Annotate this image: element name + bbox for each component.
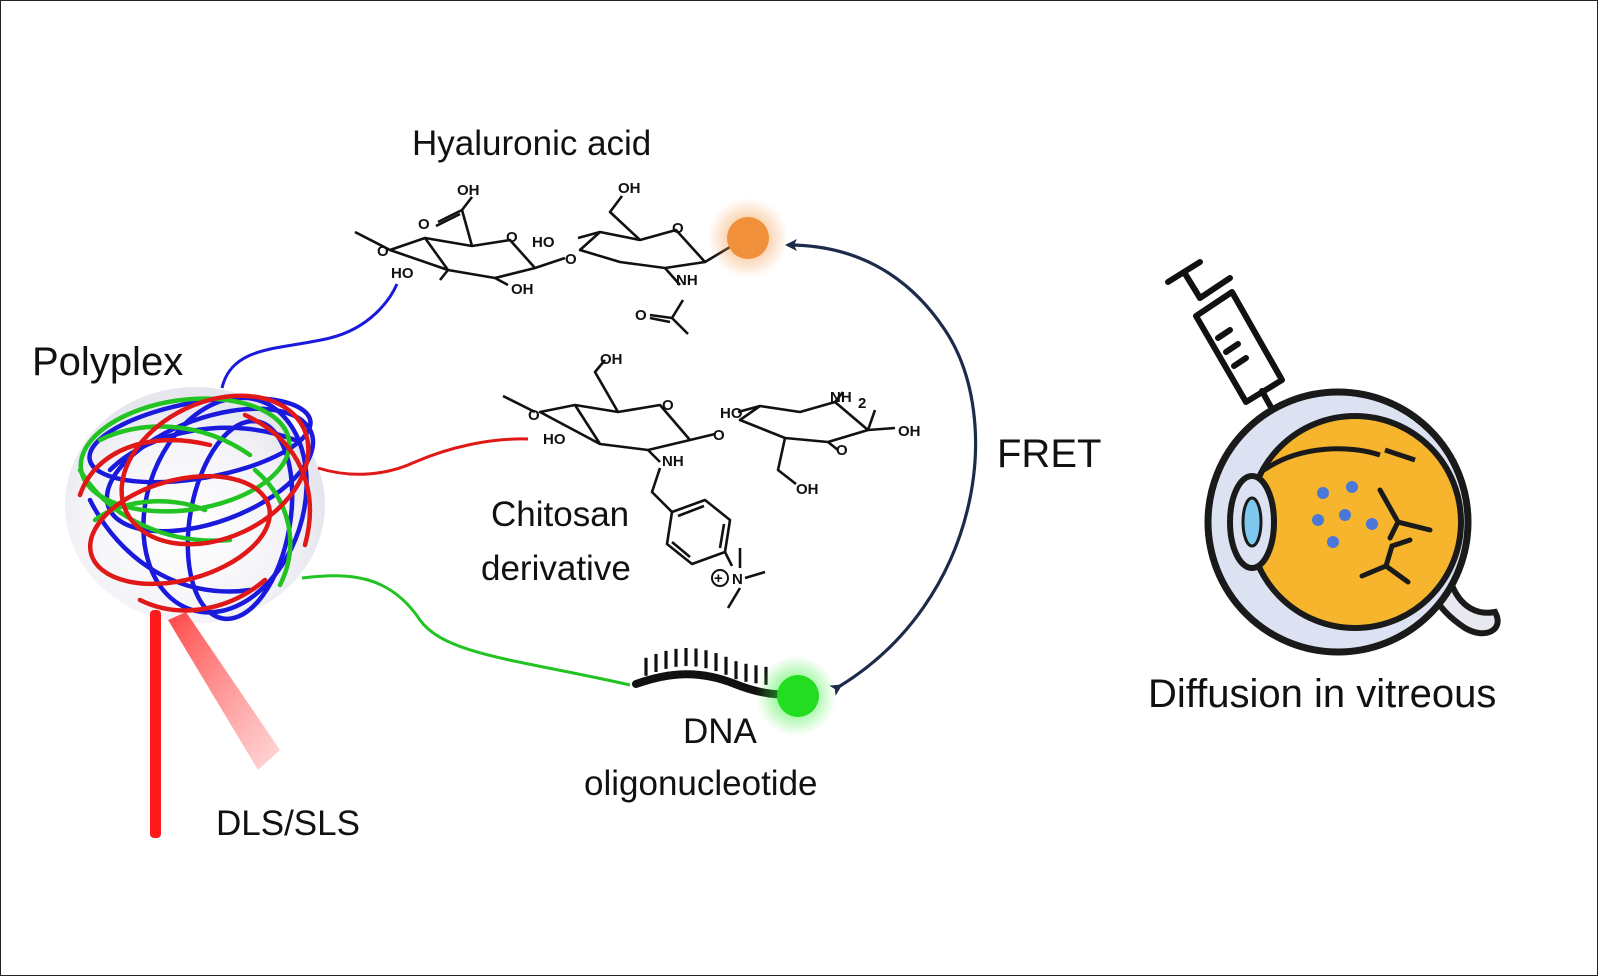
positive-charge-icon: + (711, 569, 729, 587)
chem-atom: OH (600, 351, 623, 368)
chem-atom: OH (618, 180, 641, 197)
chem-atom: OH (511, 281, 534, 298)
hyaluronic-acid-atoms: OH O O O HO OH O HO OH O NH O (377, 180, 698, 324)
hyaluronic-acid-label: Hyaluronic acid (412, 124, 652, 163)
dls-sls-label: DLS/SLS (216, 804, 360, 843)
chem-atom: OH (898, 423, 921, 440)
chem-atom: HO (720, 405, 743, 422)
chem-atom: O (672, 220, 684, 237)
diffusion-label: Diffusion in vitreous (1148, 672, 1497, 716)
fret-arrow (785, 239, 978, 696)
hyaluronic-acid-structure (354, 195, 746, 335)
chitosan-label-line1: Chitosan (491, 495, 630, 534)
chem-atom: HO (391, 265, 414, 282)
chitosan-label-line2: derivative (481, 549, 631, 588)
polyplex-label: Polyplex (32, 340, 184, 384)
hyaluronic-linker (220, 283, 399, 389)
chem-atom: O (528, 407, 540, 424)
chem-atom: NH (662, 453, 684, 470)
eye-icon (1204, 388, 1501, 656)
chem-atom: OH (457, 182, 480, 199)
donor-dye (756, 656, 836, 736)
chem-atom: O (662, 397, 674, 414)
laser-beam (150, 610, 280, 838)
chem-atom: O (836, 442, 848, 459)
dna-label-line1: DNA (683, 712, 757, 751)
chem-atom: O (377, 243, 389, 260)
chem-atom: O (713, 427, 725, 444)
dna-linker (301, 574, 631, 687)
chem-atom: O (565, 251, 577, 268)
chem-atom: N (732, 571, 743, 588)
fret-label: FRET (997, 432, 1102, 476)
svg-text:+: + (714, 570, 723, 587)
chem-atom: 2 (858, 395, 866, 412)
acceptor-dye (708, 198, 788, 278)
chem-atom: O (635, 307, 647, 324)
chem-atom: HO (543, 431, 566, 448)
chem-atom: NH (830, 389, 852, 406)
dna-label-line2: oligonucleotide (584, 764, 818, 803)
chem-atom: O (418, 216, 430, 233)
chitosan-linker (317, 437, 529, 476)
chem-atom: O (506, 229, 518, 246)
chem-atom: NH (676, 272, 698, 289)
chem-atom: OH (796, 481, 819, 498)
chem-atom: HO (532, 234, 555, 251)
polyplex-ball (65, 387, 325, 623)
